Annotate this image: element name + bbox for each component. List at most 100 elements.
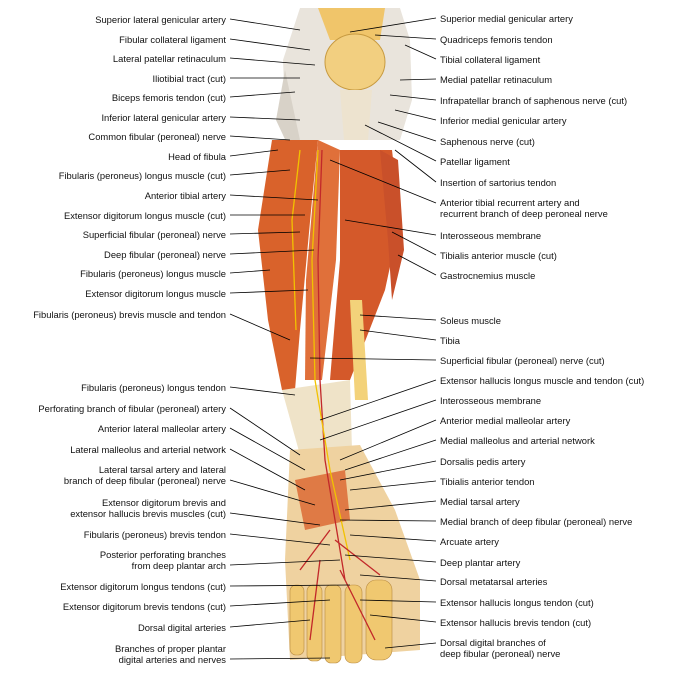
leader-line — [229, 559, 341, 566]
label-line: deep fibular (peroneal) nerve — [440, 648, 561, 659]
right-label: Superior medial genicular artery — [440, 13, 573, 24]
label-line: Anterior lateral malleolar artery — [97, 422, 226, 434]
leader-line — [359, 599, 437, 603]
right-label: Tibialis anterior muscle (cut) — [440, 250, 557, 261]
label-line: Extensor hallucis brevis tendon (cut) — [440, 616, 592, 628]
label-line: Fibularis (peroneus) longus muscle — [80, 267, 226, 279]
left-label: Fibularis (peroneus) brevis tendon — [84, 529, 226, 540]
label-line: Tibialis anterior muscle (cut) — [440, 249, 557, 261]
label-line: Anterior tibial recurrent artery and — [440, 197, 580, 208]
leader-line — [374, 34, 437, 40]
label-line: Fibularis (peroneus) brevis muscle and t… — [33, 308, 226, 320]
right-label: Inferior medial genicular artery — [440, 115, 567, 126]
leader-line — [359, 574, 437, 582]
leader-line — [319, 399, 437, 441]
label-line: Soleus muscle — [440, 314, 501, 326]
label-line: Lateral patellar retinaculum — [112, 52, 226, 64]
label-line: extensor hallucis brevis muscles (cut) — [70, 508, 226, 519]
label-line: Branches of proper plantar — [114, 643, 226, 654]
left-label: Fibularis (peroneus) brevis muscle and t… — [33, 309, 226, 320]
leader-line — [229, 231, 301, 235]
leader-line — [229, 657, 331, 660]
right-label: Superficial fibular (peroneal) nerve (cu… — [440, 355, 605, 366]
leader-line — [344, 219, 437, 236]
label-line: Extensor hallucis longus muscle and tend… — [440, 374, 645, 386]
leader-line — [349, 480, 437, 491]
leader-line — [229, 57, 316, 66]
leader-line — [359, 314, 437, 321]
right-label: Arcuate artery — [440, 536, 499, 547]
label-line: Extensor digitorum brevis tendons (cut) — [62, 600, 226, 612]
label-line: Medial malleolus and arterial network — [440, 434, 595, 446]
left-label: Dorsal digital arteries — [138, 622, 226, 633]
label-line: Biceps femoris tendon (cut) — [111, 91, 226, 103]
fibularis-longus-muscle — [258, 140, 318, 390]
right-label: Medial patellar retinaculum — [440, 74, 552, 85]
label-line: Extensor digitorum longus muscle (cut) — [63, 209, 226, 221]
label-line: Medial branch of deep fibular (peroneal)… — [440, 515, 633, 527]
leader-line — [404, 44, 437, 60]
label-line: Fibular collateral ligament — [119, 33, 226, 45]
left-label: Fibularis (peroneus) longus muscle — [80, 268, 226, 279]
label-line: Head of fibula — [168, 150, 226, 162]
leader-line — [229, 599, 331, 607]
leader-line — [364, 124, 437, 162]
label-line: Interosseous membrane — [440, 394, 542, 406]
leader-line — [229, 269, 271, 274]
label-line: Anterior tibial artery — [144, 189, 226, 201]
leader-line — [377, 121, 437, 142]
label-line: Insertion of sartorius tendon — [440, 176, 557, 188]
right-label: Tibialis anterior tendon — [440, 476, 535, 487]
left-label: Superficial fibular (peroneal) nerve — [83, 229, 226, 240]
leader-line — [229, 169, 291, 176]
label-line: Dorsalis pedis artery — [440, 455, 526, 467]
leader-line — [229, 512, 321, 526]
left-label: Extensor digitorum longus tendons (cut) — [60, 581, 226, 592]
leader-line — [344, 554, 437, 563]
label-line: Anterior medial malleolar artery — [440, 414, 571, 426]
leader-line — [309, 357, 437, 361]
label-line: branch of deep fibular (peroneal) nerve — [63, 475, 226, 486]
label-line: Superficial fibular (peroneal) nerve (cu… — [440, 354, 605, 366]
right-label: Patellar ligament — [440, 156, 510, 167]
label-line: Inferior medial genicular artery — [440, 114, 567, 126]
right-label: Medial branch of deep fibular (peroneal)… — [440, 516, 632, 527]
label-line: Fibularis (peroneus) longus muscle (cut) — [58, 169, 226, 181]
leader-line — [389, 94, 437, 101]
left-label: Extensor digitorum brevis tendons (cut) — [63, 601, 226, 612]
leader-line — [229, 38, 311, 51]
leader-line — [229, 479, 316, 506]
right-label: Infrapatellar branch of saphenous nerve … — [440, 95, 627, 106]
label-line: Extensor digitorum longus tendons (cut) — [60, 580, 226, 592]
label-line: Dorsal metatarsal arteries — [440, 575, 548, 587]
label-line: Infrapatellar branch of saphenous nerve … — [440, 94, 628, 106]
patellar-ligament — [340, 90, 372, 140]
leader-line — [339, 519, 437, 522]
label-line: Medial tarsal artery — [440, 495, 520, 507]
right-label: Medial tarsal artery — [440, 496, 520, 507]
leader-line — [229, 448, 306, 491]
label-line: Common fibular (peroneal) nerve — [88, 130, 226, 142]
leader-line — [394, 149, 437, 183]
label-line: Deep fibular (peroneal) nerve — [104, 248, 226, 260]
patella — [324, 33, 386, 91]
right-label: Soleus muscle — [440, 315, 501, 326]
right-label: Saphenous nerve (cut) — [440, 136, 535, 147]
right-label: Dorsalis pedis artery — [440, 456, 525, 467]
right-label: Extensor hallucis longus muscle and tend… — [440, 375, 644, 386]
leader-line — [229, 249, 315, 255]
knee-region — [276, 8, 412, 150]
leader-line — [369, 614, 437, 623]
left-label: Perforating branch of fibular (peroneal)… — [38, 403, 226, 414]
leader-line — [229, 135, 291, 141]
label-line: Dorsal digital arteries — [137, 621, 226, 633]
left-label: Inferior lateral genicular artery — [101, 112, 226, 123]
leader-line — [359, 329, 437, 341]
right-label: Tibia — [440, 335, 460, 346]
label-line: Extensor digitorum brevis and — [101, 497, 226, 508]
right-label: Interosseous membrane — [440, 230, 541, 241]
label-line: from deep plantar arch — [131, 560, 226, 571]
